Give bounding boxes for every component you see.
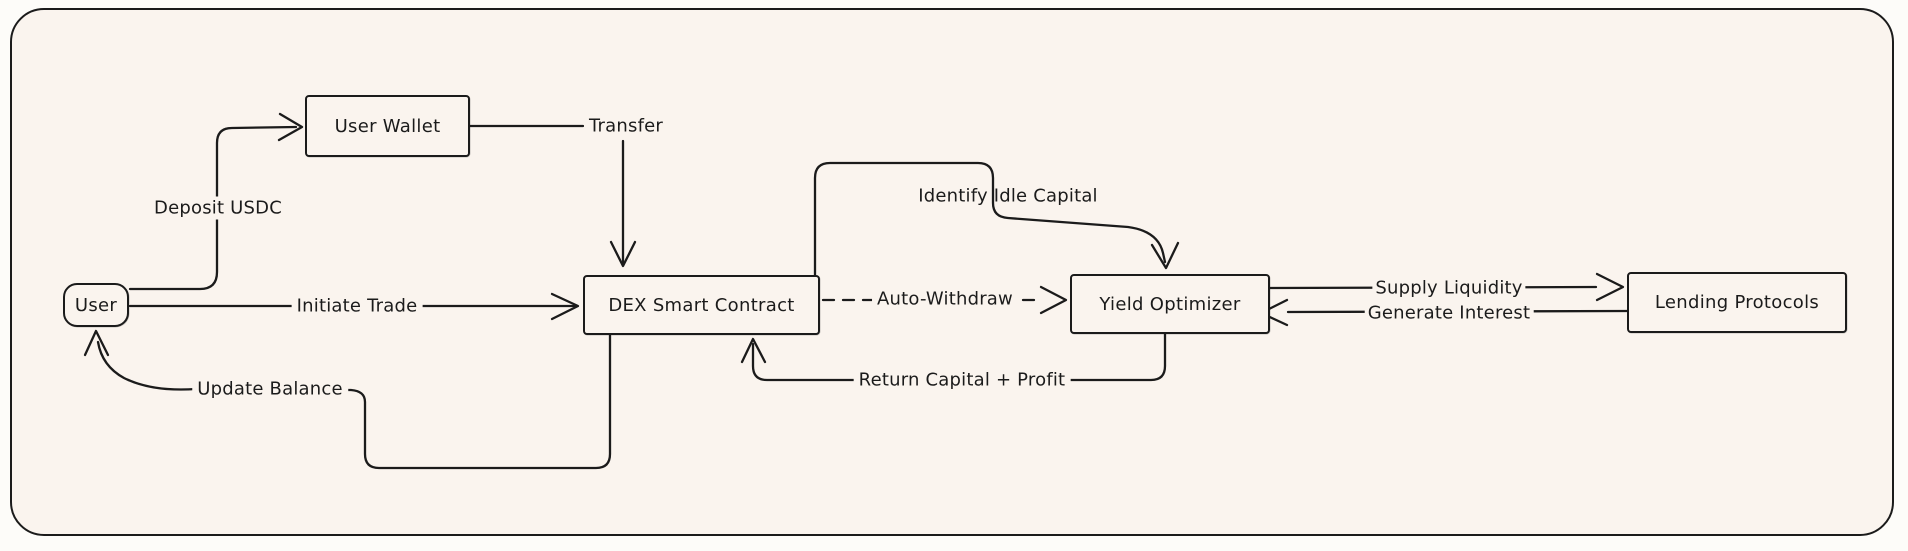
- edge-label-update-balance[interactable]: Update Balance: [192, 377, 348, 401]
- node-dex-smart-contract-label: DEX Smart Contract: [608, 294, 795, 316]
- edge-label-initiate-trade[interactable]: Initiate Trade: [291, 294, 423, 318]
- edge-label-supply-liquidity[interactable]: Supply Liquidity: [1372, 277, 1526, 299]
- edge-label-return-capital-profit[interactable]: Return Capital + Profit: [853, 368, 1071, 392]
- node-user-wallet[interactable]: User Wallet: [305, 95, 470, 157]
- edge-label-transfer[interactable]: Transfer: [584, 114, 668, 138]
- node-lending-protocols[interactable]: Lending Protocols: [1627, 272, 1847, 333]
- node-lending-protocols-label: Lending Protocols: [1654, 292, 1820, 313]
- edge-label-auto-withdraw[interactable]: Auto-Withdraw: [872, 287, 1018, 311]
- node-user-wallet-label: User Wallet: [334, 115, 441, 137]
- edge-label-generate-interest[interactable]: Generate Interest: [1364, 302, 1534, 324]
- edge-label-identify-idle-capital[interactable]: Identify Idle Capital: [918, 185, 1098, 207]
- node-yield-optimizer[interactable]: Yield Optimizer: [1070, 274, 1270, 334]
- node-dex-smart-contract[interactable]: DEX Smart Contract: [583, 275, 820, 335]
- node-user[interactable]: User: [63, 283, 129, 327]
- node-user-label: User: [74, 294, 118, 316]
- node-yield-optimizer-label: Yield Optimizer: [1099, 293, 1241, 315]
- edge-label-deposit-usdc[interactable]: Deposit USDC: [149, 196, 287, 220]
- diagram-canvas-frame: [10, 8, 1894, 536]
